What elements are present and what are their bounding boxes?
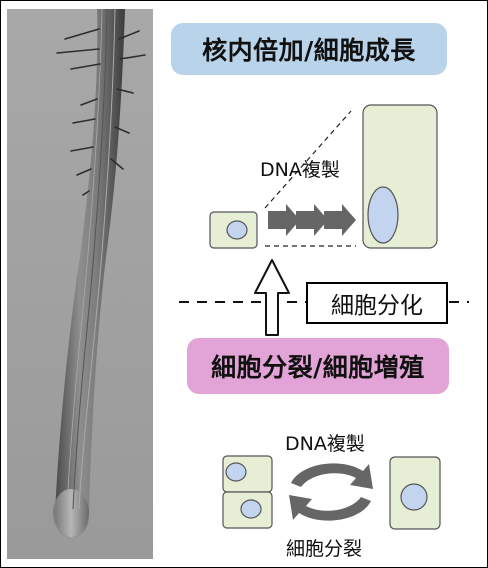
cell-differentiation-text: 細胞分化 — [331, 293, 423, 319]
root-hair-micrograph — [7, 9, 153, 559]
dividing-cell-top-nucleus — [225, 462, 247, 482]
cell-differentiation-box: 細胞分化 — [306, 282, 448, 324]
cell-division-proliferation-text: 細胞分裂/細胞増殖 — [211, 353, 425, 382]
dna-replication-label-upper: DNA複製 — [260, 159, 340, 181]
circular-arrows-icon — [289, 463, 373, 521]
cell-division-label: 細胞分裂 — [286, 538, 363, 560]
single-cell-nucleus — [400, 483, 428, 511]
endoreduplication-growth-box: 核内倍加/細胞成長 — [171, 23, 447, 75]
endoreduplication-growth-text: 核内倍加/細胞成長 — [202, 36, 416, 65]
small-cell-upper-nucleus — [226, 220, 248, 240]
hollow-up-arrow-icon — [254, 259, 290, 336]
dna-replication-label-lower: DNA複製 — [285, 433, 365, 455]
large-cell-nucleus — [367, 186, 399, 244]
dividing-cell-bottom-nucleus — [240, 499, 262, 519]
cell-division-proliferation-box: 細胞分裂/細胞増殖 — [187, 338, 449, 394]
triple-chevron-arrows-icon — [268, 204, 356, 236]
